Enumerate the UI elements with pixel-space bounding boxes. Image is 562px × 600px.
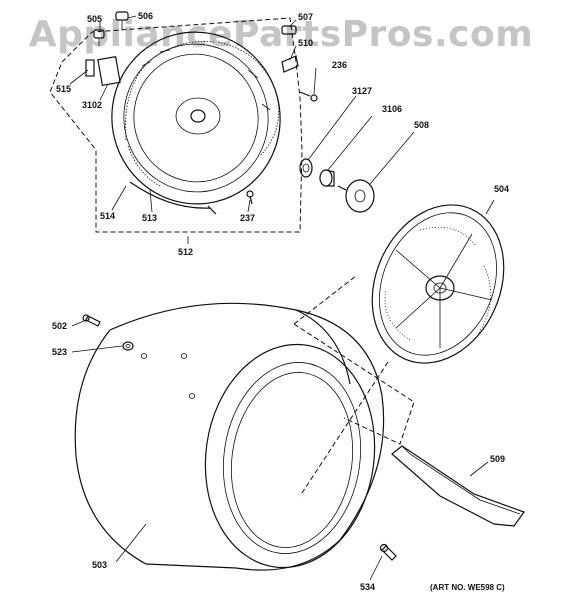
drum-shaft-508	[337, 179, 375, 213]
callout-514: 514	[100, 211, 115, 221]
callout-509: 509	[490, 454, 505, 464]
connector-505	[93, 29, 105, 46]
callout-502: 502	[52, 321, 67, 331]
callout-504: 504	[494, 184, 509, 194]
screw-236	[299, 91, 318, 102]
screw-534	[379, 543, 397, 561]
heater-coil	[125, 41, 280, 187]
callout-513: 513	[142, 213, 157, 223]
callout-236: 236	[332, 60, 347, 70]
drum-baffle-509	[391, 445, 525, 527]
art-number: (ART NO. WE598 C)	[430, 583, 505, 592]
callout-534: 534	[360, 582, 375, 592]
insulator-515	[85, 59, 95, 77]
callout-3127: 3127	[352, 86, 372, 96]
callout-503: 503	[92, 560, 107, 570]
callout-515: 515	[56, 84, 71, 94]
callout-523: 523	[52, 347, 67, 357]
bearing-3106	[319, 169, 335, 187]
callout-3102: 3102	[82, 100, 102, 110]
callout-508: 508	[414, 120, 429, 130]
callout-507: 507	[298, 12, 313, 22]
thermal-fuse-507	[281, 25, 299, 73]
bearing-3127	[299, 158, 313, 178]
drum-503	[74, 302, 385, 571]
thermostat-506	[115, 11, 129, 30]
callout-506: 506	[138, 11, 153, 21]
screw-237	[246, 190, 254, 205]
washer-523	[122, 341, 134, 351]
callout-512: 512	[178, 247, 193, 257]
heater-assembly-outline	[49, 17, 303, 233]
leader-lines	[69, 15, 495, 581]
drum-back-504	[371, 204, 505, 364]
callout-510: 510	[298, 38, 313, 48]
bracket-3102	[97, 55, 121, 87]
screw-502	[82, 314, 101, 327]
callout-237: 237	[240, 213, 255, 223]
callout-505: 505	[87, 14, 102, 24]
callout-3106: 3106	[382, 104, 402, 114]
heater-housing	[111, 31, 281, 215]
projection-lines	[293, 275, 415, 497]
